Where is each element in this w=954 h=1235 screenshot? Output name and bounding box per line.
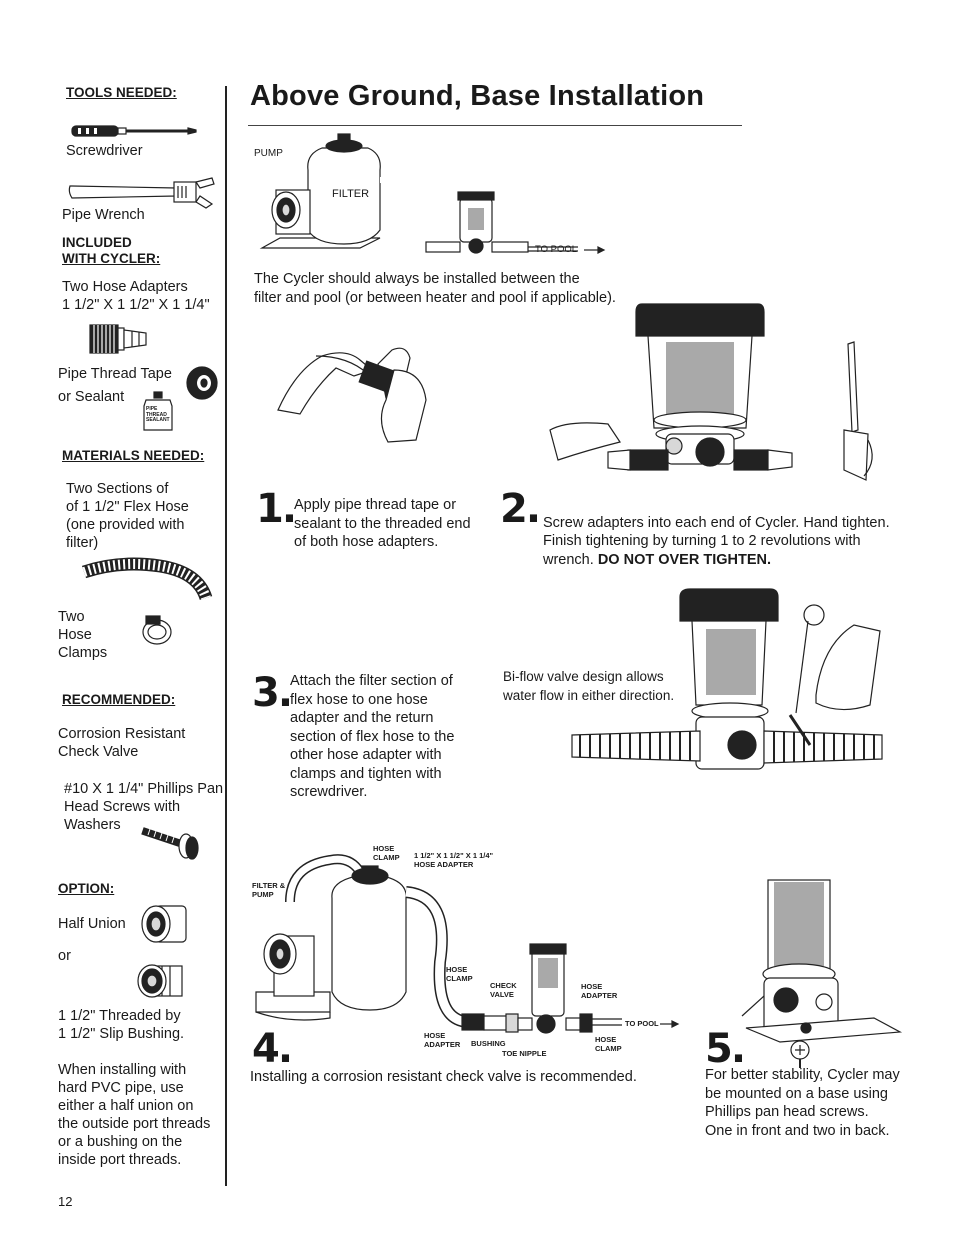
label-bushing: BUSHING bbox=[471, 1039, 506, 1048]
step-5-number: 5. bbox=[705, 1026, 746, 1072]
label-hose-adapter-top: 1 1/2" X 1 1/2" X 1 1/4" HOSE ADAPTER bbox=[414, 851, 494, 869]
step5-base-illustration bbox=[741, 879, 903, 1068]
materials-needed-heading: MATERIALS NEEDED: bbox=[62, 448, 205, 463]
label-hose-clamp-top: HOSE CLAMP bbox=[373, 844, 400, 862]
page-title: Above Ground, Base Installation bbox=[250, 80, 705, 112]
sidebar-divider bbox=[225, 86, 227, 1186]
label-filter-pump: FILTER & PUMP bbox=[252, 881, 286, 899]
pump-label: PUMP bbox=[254, 148, 283, 159]
recommended-heading: RECOMMENDED: bbox=[62, 692, 176, 707]
step-4-text: Installing a corrosion resistant check v… bbox=[250, 1069, 637, 1085]
hose-adapter-icon bbox=[89, 324, 147, 354]
screws-text: #10 X 1 1/4" Phillips Pan Head Screws wi… bbox=[64, 781, 224, 833]
label-toe-nipple: TOE NIPPLE bbox=[502, 1049, 547, 1058]
arrow-right-icon bbox=[584, 246, 606, 254]
step-2-text: Screw adapters into each end of Cycler. … bbox=[543, 495, 890, 569]
label-hose-adapter-bottom: HOSE ADAPTER bbox=[424, 1031, 461, 1049]
step3-hose-illustration bbox=[571, 588, 883, 770]
step-1-text: Apply pipe thread tape or sealant to the… bbox=[294, 497, 471, 550]
step2-cycler-illustration bbox=[549, 303, 873, 481]
slip-bushing-icon bbox=[137, 964, 183, 998]
pipe-thread-tape-label: Pipe Thread Tape bbox=[58, 366, 172, 382]
label-hose-adapter-right: HOSE ADAPTER bbox=[581, 982, 618, 1000]
sealant-can-icon: PIPE THREAD SEALANT bbox=[142, 391, 176, 432]
top-system-diagram: PUMP FILTER TO POOL bbox=[250, 130, 620, 260]
step-3-number: 3. bbox=[252, 670, 293, 716]
label-hose-clamp-mid: HOSE CLAMP bbox=[446, 965, 473, 983]
flex-hose-text: Two Sections of of 1 1/2" Flex Hose (one… bbox=[66, 481, 189, 551]
hose-clamp-icon bbox=[142, 615, 172, 645]
step-5-text: For better stability, Cycler may be moun… bbox=[705, 1067, 900, 1139]
step-2-warning: DO NOT OVER TIGHTEN. bbox=[597, 551, 772, 568]
label-check-valve: CHECK VALVE bbox=[490, 981, 517, 999]
title-rule bbox=[248, 125, 742, 126]
label-hose-clamp-right: HOSE CLAMP bbox=[595, 1035, 622, 1053]
step-1-number: 1. bbox=[256, 486, 297, 532]
page-number: 12 bbox=[58, 1194, 73, 1209]
biflow-text: Bi-flow valve design allows water flow i… bbox=[503, 669, 675, 703]
pipe-wrench-icon bbox=[68, 177, 215, 209]
check-valve-text: Corrosion Resistant Check Valve bbox=[58, 726, 186, 760]
step-2-number: 2. bbox=[500, 486, 541, 532]
step-3-text: Attach the filter section of flex hose t… bbox=[290, 673, 455, 800]
arrow-right-icon bbox=[660, 1020, 680, 1028]
option-heading: OPTION: bbox=[58, 881, 115, 896]
phillips-screw-icon bbox=[141, 827, 199, 860]
half-union-label: Half Union bbox=[58, 916, 126, 932]
step4-diagram: HOSE CLAMP 1 1/2" X 1 1/2" X 1 1/4" HOSE… bbox=[250, 842, 690, 1062]
step-2-text-main: Screw adapters into each end of Cycler. … bbox=[543, 514, 890, 568]
included-heading: INCLUDED WITH CYCLER: bbox=[62, 235, 160, 267]
screwdriver-label: Screwdriver bbox=[66, 143, 143, 159]
flex-hose-icon bbox=[81, 557, 213, 601]
pipe-wrench-label: Pipe Wrench bbox=[62, 207, 145, 223]
sealant-can-text: PIPE THREAD SEALANT bbox=[146, 406, 170, 423]
screwdriver-icon bbox=[71, 125, 197, 137]
included-heading-line1: INCLUDED bbox=[62, 235, 132, 250]
bushing-text: 1 1/2" Threaded by 1 1/2" Slip Bushing. bbox=[58, 1008, 185, 1042]
hose-adapters-text: Two Hose Adapters 1 1/2" X 1 1/2" X 1 1/… bbox=[62, 279, 210, 313]
step-4-number: 4. bbox=[252, 1026, 293, 1072]
half-union-icon bbox=[141, 905, 187, 943]
hose-clamps-text: Two Hose Clamps bbox=[58, 609, 108, 661]
tools-needed-heading: TOOLS NEEDED: bbox=[66, 85, 177, 100]
to-pool-label: TO POOL bbox=[535, 244, 578, 255]
sealant-label: or Sealant bbox=[58, 389, 125, 405]
step1-tape-illustration bbox=[277, 347, 427, 443]
pvc-text: When installing with hard PVC pipe, use … bbox=[58, 1062, 211, 1168]
or-label: or bbox=[58, 948, 71, 964]
filter-label: FILTER bbox=[332, 188, 370, 200]
included-heading-line2: WITH CYCLER: bbox=[62, 251, 161, 266]
label-to-pool: TO POOL bbox=[625, 1019, 659, 1028]
tape-roll-icon bbox=[186, 366, 218, 400]
intro-text: The Cycler should always be installed be… bbox=[254, 271, 616, 306]
